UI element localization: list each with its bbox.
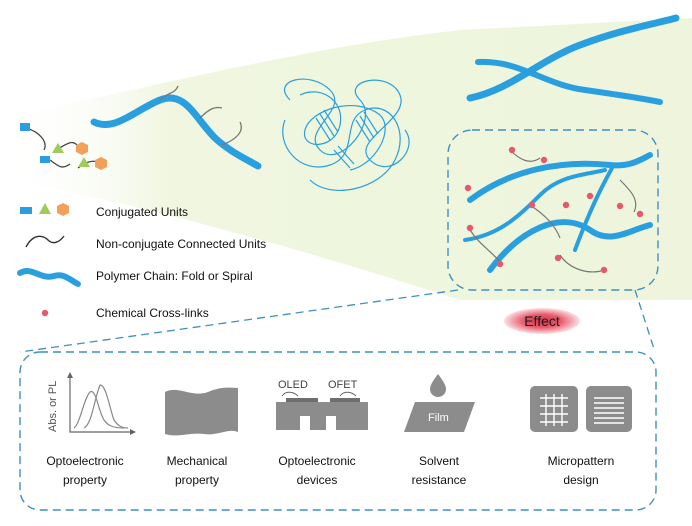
- crosslink-dot-icon: [41, 309, 49, 317]
- property-line1: Optoelectronic: [46, 454, 124, 468]
- single-polymer-chain: [90, 85, 262, 170]
- property-micropattern: Micropattern design: [526, 452, 636, 490]
- property-line1: Mechanical: [166, 454, 228, 468]
- legend-non-conjugate-units: Non-conjugate Connected Units: [96, 237, 267, 251]
- property-line1: Optoelectronic: [278, 454, 356, 468]
- spectrum-axis-label: Abs. or PL: [47, 381, 59, 432]
- oled-label: OLED: [278, 379, 308, 391]
- non-conjugate-unit-icon: [25, 235, 65, 248]
- property-line2: devices: [296, 473, 338, 487]
- device-stack-icon: OLED OFET: [276, 379, 368, 430]
- properties-panel: [19, 351, 657, 511]
- property-line1: Solvent: [418, 454, 460, 468]
- effect-connector-right: [634, 289, 656, 353]
- micropattern-icon: [530, 386, 632, 432]
- ofet-label: OFET: [328, 379, 358, 391]
- legend-polymer-chain: Polymer Chain: Fold or Spiral: [96, 269, 253, 283]
- spiral-polymer-chains: [466, 14, 680, 105]
- property-optoelectronic: Optoelectronic property: [30, 452, 140, 490]
- crosslinked-network: [463, 146, 653, 274]
- background-wedge: [0, 18, 692, 300]
- property-line2: property: [174, 473, 220, 487]
- solvent-drop-icon: [430, 374, 446, 397]
- polymer-chain-icon: [17, 268, 81, 287]
- mechanical-sheet-icon: [165, 387, 238, 436]
- conjugated-unit-chain: [20, 123, 107, 170]
- tangled-polymer-coil: [282, 78, 410, 191]
- property-line2: design: [563, 473, 599, 487]
- legend-cross-links: Chemical Cross-links: [96, 306, 209, 320]
- property-mechanical: Mechanical property: [142, 452, 252, 490]
- property-line2: property: [62, 473, 108, 487]
- property-solvent: Solvent resistance: [384, 452, 494, 490]
- effect-label: Effect: [504, 308, 580, 334]
- conjugated-units-icon: [20, 203, 69, 216]
- property-line1: Micropattern: [547, 454, 615, 468]
- property-devices: Optoelectronic devices: [262, 452, 372, 490]
- effect-connector-left: [19, 289, 459, 353]
- spectrum-chart-icon: Abs. or PL: [47, 372, 136, 435]
- crosslink-network-box: [447, 129, 659, 291]
- film-label: Film: [428, 412, 449, 424]
- property-line2: resistance: [411, 473, 467, 487]
- legend-conjugated-units: Conjugated Units: [96, 205, 189, 219]
- solvent-film-icon: Film: [404, 374, 475, 432]
